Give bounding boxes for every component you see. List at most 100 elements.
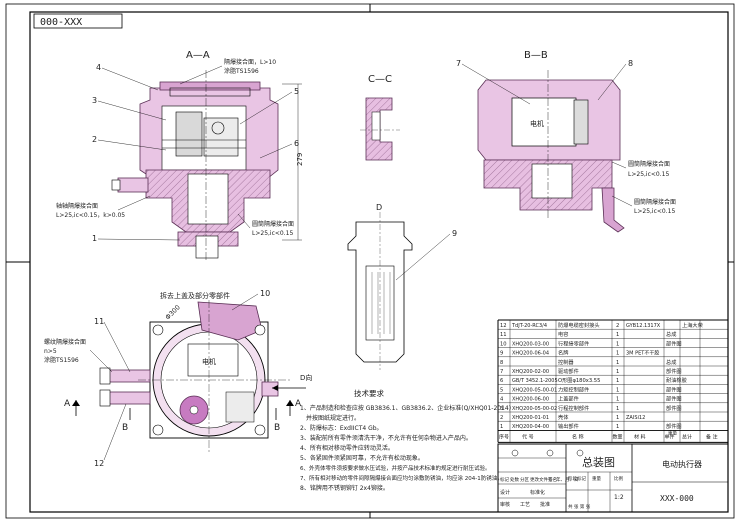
tech-req-item-5: 4、所有相对移动零件应转动灵活。 [300,444,394,452]
bottom-callouts: 10 11 12 [94,289,270,468]
bom-cell: 1 [616,378,619,384]
tb-row-label-3: 分区 [520,476,529,483]
aa-top-gap-note-1: 隔爆接合面，L>10 [224,58,276,66]
callout-3: 3 [92,96,97,105]
bom-cell: 行程接零部件 [558,339,589,347]
bom-cell: XHQ200-05-00-02 [512,406,557,412]
bom-cell: 3M PET不干胶 [626,350,659,357]
bom-cell: 1 [616,397,619,403]
bom-cell: 驱动部件 [558,367,579,375]
bom-cell: 1 [616,369,619,375]
tb-row-label-2: 处数 [510,476,519,483]
bom-cell: 1 [616,360,619,366]
bb-flame-note-2a: 圆筒隔爆接合面 [634,198,676,206]
bom-cell: 部件图 [666,404,682,412]
bom-header-cell: 序号 [499,433,509,440]
callout-8: 8 [628,59,633,68]
bom-header-weight: 重量 [668,429,677,436]
tech-req-item-8: 7、所有相对移动的零件间隙隔爆接合面应均匀涂敷防锈油，均应涂 204-1防锈油。 [300,474,503,482]
bom-cell: 电容 [558,330,568,338]
aa-right-flame-note-1: 圆筒隔爆接合面 [252,220,294,228]
bom-cell: 输出部件 [558,422,579,430]
tb-drawing-number: XXX-000 [660,494,694,503]
callout-10: 10 [260,289,270,298]
title-block-text: 标记 处数 分区 更改文件号 签名 年、月、日 设计 标准化 审核 工艺 批准 … [500,455,702,510]
tb-product-name: 电动执行器 [662,459,702,469]
bom-cell: XHQ200-04-00 [512,424,549,430]
bb-flame-note-1b: L>25,ic<0.15 [628,171,669,178]
bom-cell: 1 [616,424,619,430]
bom-cell: XHQ200-06-00 [512,397,549,403]
bom-cell: 8 [500,360,503,366]
section-arrow-a-left: A [64,399,71,409]
bom-cell: 防爆电缆密封接头 [558,321,600,329]
tech-req-title: 技术要求 [354,388,384,398]
bom-cell: 12 [500,323,507,329]
bom-cell: 总成 [666,330,676,338]
aa-callouts: 4 3 2 1 5 6 [92,63,299,243]
bom-cell: TdJT-20-RC3/4 [511,323,547,329]
bom-cell: 4 [500,397,504,403]
tb-role-approve: 批准 [540,501,550,508]
bom-cell: 1 [616,406,619,412]
bom-cell: 2 [616,323,619,329]
bom-cell: 上海大荣 [682,321,703,329]
dim-phi300: Φ300 [164,303,182,321]
tb-row-label-1: 标记 [500,476,509,483]
tech-req-item-3: 2、防爆标志：ExdIICT4 Gb。 [300,424,383,432]
tb-role-process: 工艺 [520,502,530,508]
tb-sheet-count: 共 张 第 张 [568,503,591,510]
bom-cell: 部件图 [666,367,682,375]
callout-12: 12 [94,459,104,468]
tb-row-label-4: 更改文件号 [530,476,553,483]
dim-279: 279 [296,153,304,166]
callout-9: 9 [452,229,457,238]
tech-req-item-7: 6、外壳体零件须按要求做水压试验，并按产品技术标准的规定进行耐压试验。 [300,464,491,472]
bom-cell: 壳体 [558,413,569,421]
aa-right-flame-leader [237,213,251,229]
view-d-drawing [347,212,413,370]
callout-9-leader [395,233,451,281]
bom-cell: 7 [500,369,503,375]
bom-header-cell: 备 注 [706,433,718,440]
bom-cell: XHQ200-03-00 [512,341,549,347]
technical-requirements: 技术要求 1、产品制造和检查应按 GB3836.1、GB3836.2、企业标准(… [300,388,511,492]
drawing-number-box [33,13,123,29]
tb-row-label-6: 年、月、日 [556,476,579,483]
drawing-number-top: 000-XXX [40,17,82,28]
bom-header-cell: 代 号 [522,433,534,440]
view-bb-title: B—B [524,50,548,61]
bom-cell: 行程控制部件 [558,404,589,412]
bom-cell: 耐油橡胶 [666,376,687,384]
bom-cell: 名牌 [558,349,568,357]
bom-cell: 2 [500,415,503,421]
bom-cell: 1 [616,415,619,421]
bom-cell: GB/T 3452.1-2005 [512,378,558,384]
bom-cell: 部件图 [666,385,682,393]
bom-cell: 1 [616,341,619,347]
bb-callouts: 7 8 [456,59,633,105]
aa-top-gap-leader [179,65,223,85]
bom-header-cell: 单件 [665,433,675,440]
section-arrow-a-right: A [295,399,302,409]
bom-cell: XHQ200-06-04 [512,351,549,357]
bom-cell: XHQ200-01-01 [512,415,549,421]
bom-cell: 总成 [666,358,676,366]
tech-req-item-2: 并按图纸规定进行。 [306,414,360,422]
tb-stage-label: 阶段标记 [568,475,586,482]
tb-drawing-title: 总装图 [582,455,615,469]
callout-7: 7 [456,59,461,68]
view-aa-drawing [111,70,302,262]
bom-header-cell: 材 料 [634,433,646,440]
tb-row-label-5: 签名 [548,476,557,483]
bom-cell: 11 [500,332,507,338]
bottom-view-caption: 拆去上盖及部分零部件 [160,291,230,300]
bb-motor-label: 电机 [530,119,544,128]
bom-cell: 1 [616,332,619,338]
bb-flame-note-2b: L>25,ic<0.15 [634,208,675,215]
title-block [497,443,729,513]
bom-cell: 部件图 [666,339,682,347]
bom-cell: 部件图 [666,395,682,403]
